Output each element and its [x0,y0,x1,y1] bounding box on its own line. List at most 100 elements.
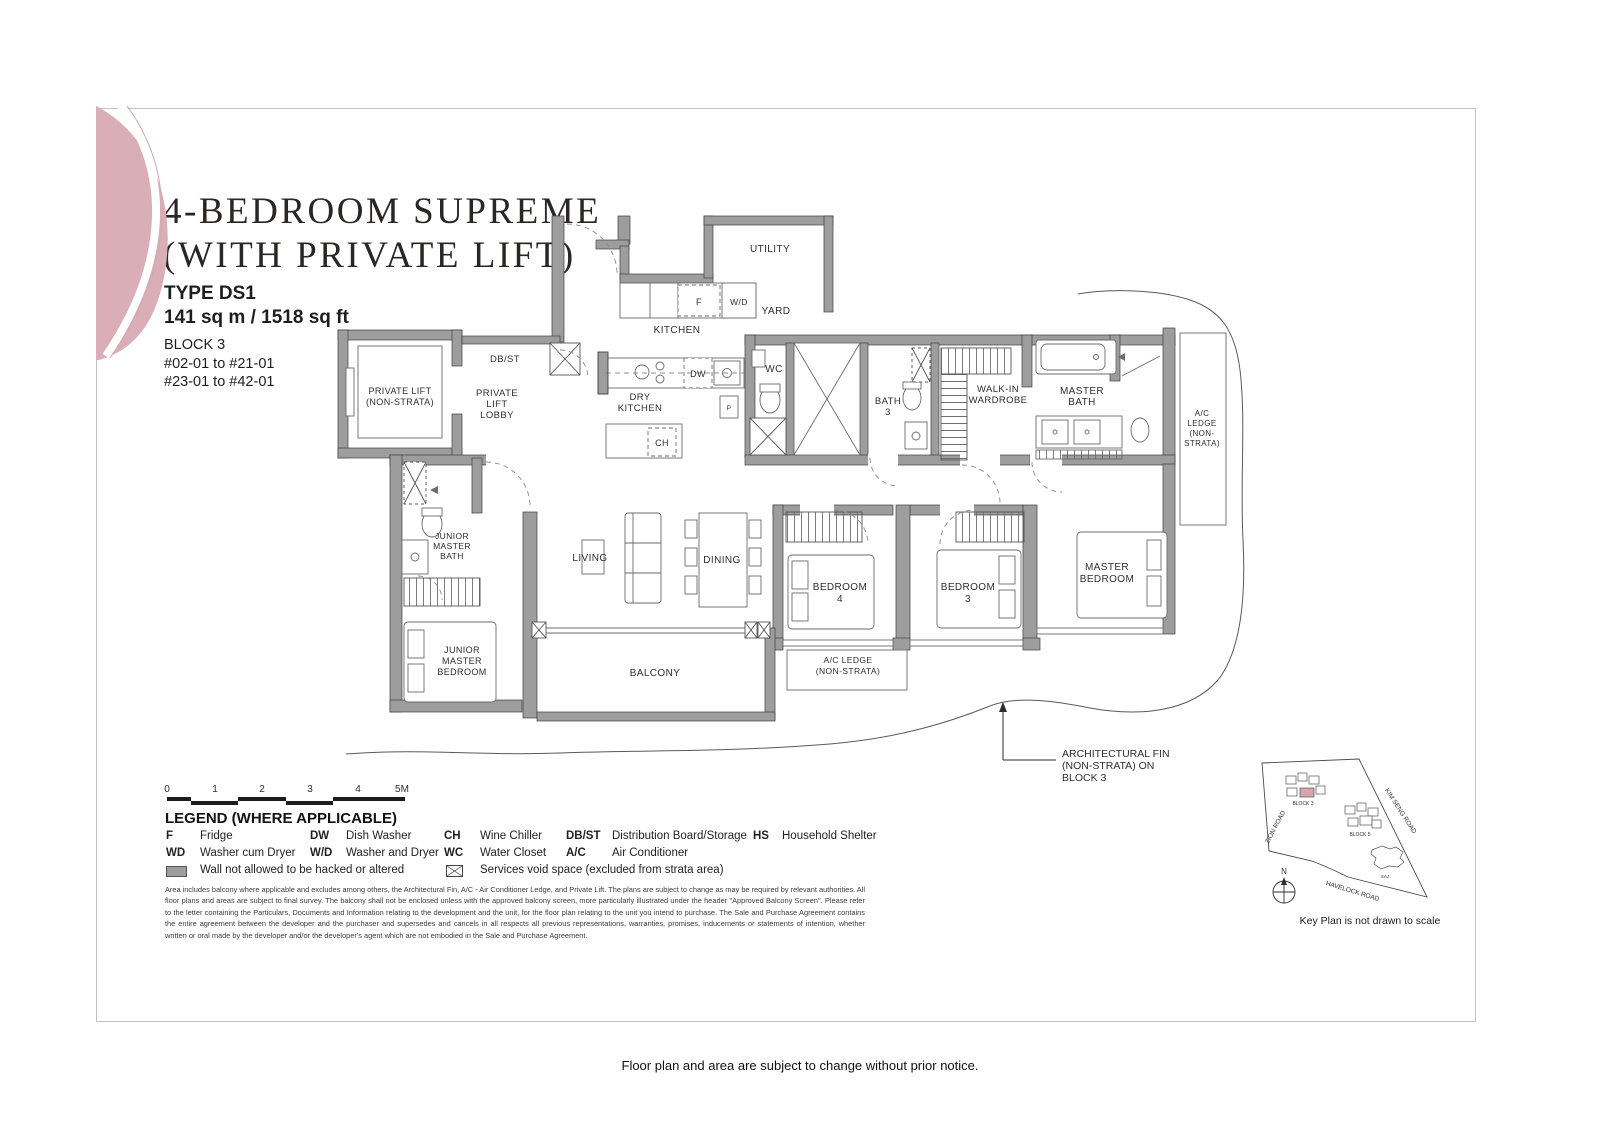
legend-row-2: WD Washer cum Dryer W/D Washer and Dryer… [165,847,925,861]
legend-abbr-dbst: DB/ST [566,830,601,842]
compass-icon [1272,877,1296,904]
svg-text:5M: 5M [395,784,409,795]
unit-area: 141 sq m / 1518 sq ft [164,306,349,328]
disclaimer-text: Area includes balcony where applicable a… [165,885,865,940]
bed-bedroom4 [787,554,875,630]
units-range-1: #02-01 to #21-01 [164,355,275,372]
svg-text:LEDGE: LEDGE [1187,419,1216,428]
scale-bar: 0 1 2 3 4 5M [164,784,409,805]
units-range-2: #23-01 to #42-01 [164,374,275,391]
legend-label-hs: Household Shelter [782,830,877,842]
label-fridge: F [696,297,702,307]
svg-text:1: 1 [212,784,218,795]
legend-label-wc: Water Closet [480,847,547,859]
label-dishwasher: DW [690,369,706,379]
legend-abbr-hs: HS [753,830,769,842]
legend-row-1: F Fridge DW Dish Washer CH Wine Chiller … [165,830,925,844]
svg-text:2: 2 [259,784,265,795]
door-swings [417,223,1063,601]
label-dbst: DB/ST [490,354,520,365]
label-bedroom3: BEDROOM [941,582,995,593]
label-wine-chiller: CH [655,438,669,448]
key-plan: BLOCK 3 BLOCK 5 SAJ ZION ROAD KIM SENG R… [1261,758,1428,904]
unit-stack-block: BLOCK 3 #02-01 to #21-01 #23-01 to #42-0… [164,336,274,392]
label-private-lift: PRIVATE LIFT [369,386,432,396]
svg-text:3: 3 [885,407,891,418]
legend-abbr-f: F [166,830,174,842]
label-junior-master-bath: JUNIOR [435,531,469,541]
svg-text:(NON-STRATA): (NON-STRATA) [816,666,880,676]
plan-card-border [96,108,1476,1022]
keyplan-saj-label: SAJ [1381,874,1389,879]
block-label: BLOCK 3 [164,337,226,353]
svg-text:MASTER: MASTER [442,656,482,666]
label-utility: UTILITY [750,244,790,255]
legend-label-ac: Air Conditioner [612,847,689,859]
legend-label-void: Services void space (excluded from strat… [480,864,724,876]
label-master-bath: MASTER [1060,386,1104,397]
legend-title: LEGEND (WHERE APPLICABLE) [165,810,397,827]
bed-bedroom3 [936,549,1022,629]
svg-text:3: 3 [307,784,313,795]
compass-north-label: N [1281,867,1287,876]
legend-abbr-ac: A/C [566,847,586,859]
unit-type: TYPE DS1 [164,283,256,304]
label-living: LIVING [572,553,607,564]
svg-text:4: 4 [837,594,843,605]
label-lobby: PRIVATE [476,388,518,399]
legend-abbr-wd2: W/D [310,847,333,859]
label-master-bedroom: MASTER [1085,562,1129,573]
legend-label-fridge: Fridge [200,830,233,842]
svg-text:WARDROBE: WARDROBE [969,395,1028,406]
svg-text:LOBBY: LOBBY [480,410,514,421]
svg-text:(NON-: (NON- [1189,429,1214,438]
legend-abbr-wd: WD [166,847,186,859]
fin-note-line3: BLOCK 3 [1062,772,1107,784]
label-washer-dryer: W/D [730,297,748,307]
legend-label-wd: Washer cum Dryer [200,847,296,859]
room-labels: PRIVATE LIFT (NON-STRATA) DB/ST PRIVATE … [366,244,1220,679]
fin-note-line2: (NON-STRATA) ON [1062,760,1154,772]
keyplan-havelock-road: HAVELOCK ROAD [1325,880,1380,903]
svg-text:BEDROOM: BEDROOM [1080,574,1134,585]
void-swatch-icon [446,865,463,877]
wall-swatch-icon [166,866,187,877]
keyplan-caption: Key Plan is not drawn to scale [1299,915,1441,927]
petal-decoration [96,103,168,360]
fin-annotation: ARCHITECTURAL FIN (NON-STRATA) ON BLOCK … [999,702,1170,784]
label-pipe: P [727,405,732,412]
walls [337,215,1176,722]
label-balcony: BALCONY [630,668,681,679]
bed-junior-master [403,621,497,703]
title-line-1: 4-BEDROOM SUPREME [163,191,602,232]
unit-type-block: TYPE DS1 141 sq m / 1518 sq ft [164,282,349,330]
services-void-symbols [403,342,931,639]
label-dining: DINING [703,555,740,566]
legend-abbr-dw: DW [310,830,330,842]
svg-text:BEDROOM: BEDROOM [437,667,486,677]
label-walkin-wardrobe: WALK-IN [977,384,1019,395]
fixtures [345,282,1168,703]
svg-text:STRATA): STRATA) [1184,439,1220,448]
label-junior-master-bedroom: JUNIOR [444,645,480,655]
label-bath3: BATH [875,396,901,407]
legend-label-wall: Wall not allowed to be hacked or altered [200,864,405,876]
keyplan-kimseng-road: KIM SENG ROAD [1383,787,1418,835]
svg-text:0: 0 [164,784,170,795]
legend: LEGEND (WHERE APPLICABLE) F Fridge DW Di… [165,810,925,878]
legend-row-3: Wall not allowed to be hacked or altered… [165,864,925,878]
fin-note-line1: ARCHITECTURAL FIN [1062,748,1170,760]
architectural-fin-outline [345,290,1245,755]
keyplan-block3-label: BLOCK 3 [1292,801,1313,807]
page-title: 4-BEDROOM SUPREME (WITH PRIVATE LIFT) [163,190,601,279]
title-line-2: (WITH PRIVATE LIFT) [163,235,576,277]
svg-text:MASTER: MASTER [433,541,471,551]
label-ac-ledge-bottom: A/C LEDGE [824,655,873,665]
svg-text:3: 3 [965,594,971,605]
svg-text:BATH: BATH [1068,397,1096,408]
svg-text:KITCHEN: KITCHEN [618,403,663,414]
wardrobes [403,347,1025,607]
svg-text:4: 4 [355,784,361,795]
